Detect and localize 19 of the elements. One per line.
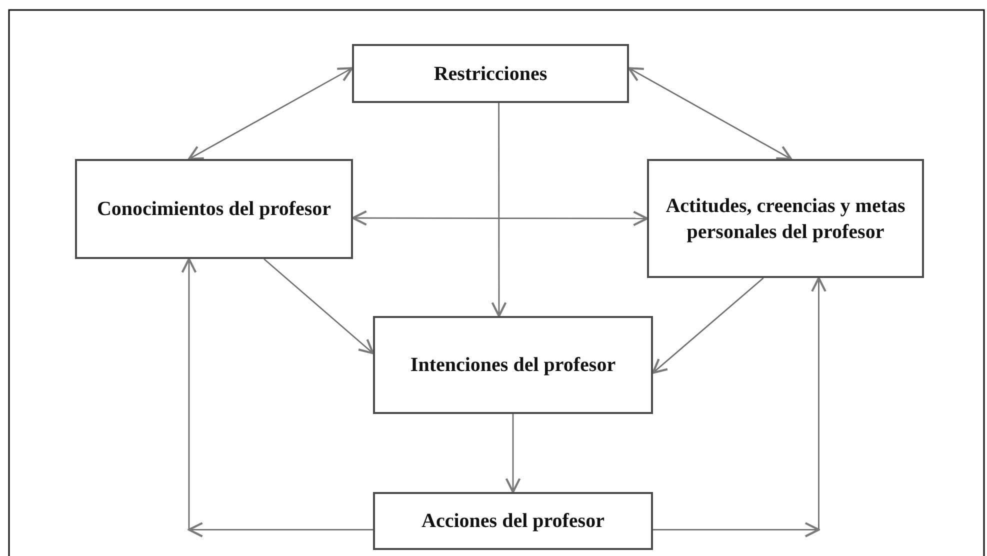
box-label: Conocimientos del profesor <box>96 197 332 222</box>
arrow <box>188 67 354 160</box>
arrow <box>505 414 521 494</box>
arrow <box>491 103 507 318</box>
box-label: Intenciones del profesor <box>410 353 616 378</box>
arrow <box>352 210 648 226</box>
box-label: Actitudes, creencias y metas personales del profesor <box>664 194 906 244</box>
arrow <box>652 277 764 374</box>
process-box <box>373 316 653 414</box>
arrow <box>653 278 826 538</box>
arrow <box>628 67 792 160</box>
process-box <box>75 159 353 259</box>
arrow <box>264 258 374 354</box>
process-box <box>352 44 629 103</box>
box-label: Acciones del profesor <box>422 509 604 534</box>
arrow <box>181 259 373 538</box>
process-box <box>373 492 653 550</box>
box-label: Restricciones <box>434 62 548 86</box>
process-box <box>647 159 924 278</box>
